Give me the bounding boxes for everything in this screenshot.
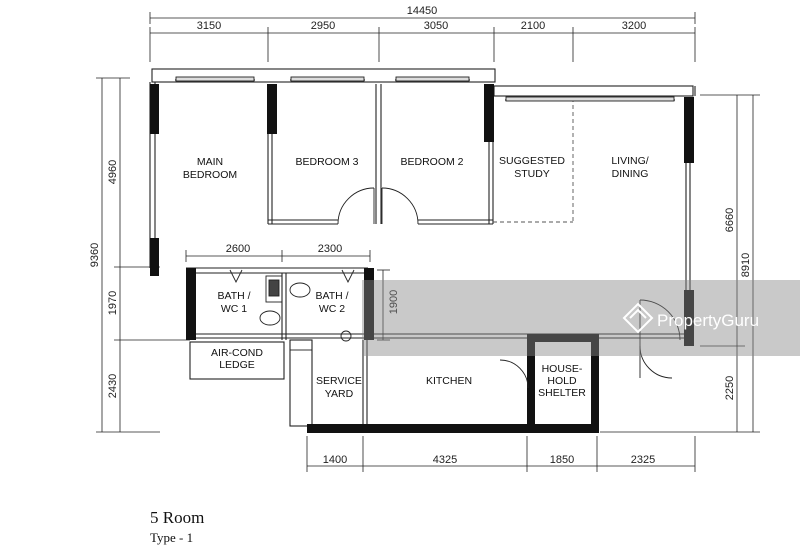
room-shelter-line1: HOUSE- (542, 363, 583, 375)
plan-subtitle: Type - 1 (150, 530, 194, 545)
dim-bath-height: 1900 (388, 290, 400, 314)
dim-top-5: 3200 (622, 20, 646, 32)
dim-top-2: 2950 (311, 20, 335, 32)
dim-overall-width: 14450 (407, 5, 438, 17)
dim-left-3: 2430 (107, 374, 119, 398)
room-bath1-line2: WC 1 (221, 303, 247, 315)
room-main-bedroom-line1: MAIN (197, 156, 223, 168)
bottom-dimensions (306, 436, 696, 472)
dim-right-1: 6660 (724, 208, 736, 232)
left-dimensions (96, 77, 190, 433)
room-bedroom2: BEDROOM 2 (400, 156, 463, 168)
room-bath2-line2: WC 2 (319, 303, 345, 315)
room-study-line2: STUDY (514, 168, 550, 180)
dim-left-outer: 9360 (89, 243, 101, 267)
dim-bottom-1: 1400 (323, 454, 347, 466)
bath-fixtures (259, 275, 352, 351)
inner-dimensions (185, 250, 390, 341)
watermark-text: PropertyGuru (657, 311, 759, 330)
room-living-line1: LIVING/ (611, 155, 648, 167)
room-study-line1: SUGGESTED (499, 155, 565, 167)
dim-bottom-3: 1850 (550, 454, 574, 466)
room-shelter-line3: SHELTER (538, 387, 586, 399)
dim-inner-2: 2300 (318, 243, 342, 255)
dim-top-3: 3050 (424, 20, 448, 32)
dim-right-outer: 8910 (740, 253, 752, 277)
thin-walls (149, 68, 696, 428)
door-swings (229, 187, 681, 389)
top-dimensions (149, 12, 696, 62)
propertyguru-logo-icon (622, 302, 654, 334)
right-dimensions (600, 94, 760, 433)
structural-walls (150, 84, 694, 433)
dim-inner-1: 2600 (226, 243, 250, 255)
room-service-line2: YARD (325, 388, 354, 400)
room-bedroom3: BEDROOM 3 (295, 156, 358, 168)
dim-left-2: 1970 (107, 291, 119, 315)
dim-top-1: 3150 (197, 20, 221, 32)
room-shelter-line2: HOLD (547, 375, 577, 387)
dim-top-4: 2100 (521, 20, 545, 32)
room-kitchen: KITCHEN (426, 375, 472, 387)
room-aircon-line1: AIR-COND (211, 347, 263, 359)
room-bath2-line1: BATH / (315, 290, 348, 302)
dim-bottom-2: 4325 (433, 454, 457, 466)
dim-bottom-4: 2325 (631, 454, 655, 466)
dim-left-1: 4960 (107, 160, 119, 184)
room-main-bedroom-line2: BEDROOM (183, 169, 237, 181)
room-bath1-line1: BATH / (217, 290, 250, 302)
room-aircon-line2: LEDGE (219, 359, 255, 371)
dim-right-2: 2250 (724, 376, 736, 400)
window-glazing (175, 76, 675, 102)
study-boundary (493, 98, 574, 223)
plan-title: 5 Room (150, 508, 205, 527)
watermark: PropertyGuru (362, 280, 800, 356)
room-labels: MAIN BEDROOM BEDROOM 3 BEDROOM 2 SUGGEST… (183, 155, 649, 400)
room-living-line2: DINING (612, 168, 649, 180)
watermark-band (362, 280, 800, 356)
room-service-line1: SERVICE (316, 375, 362, 387)
